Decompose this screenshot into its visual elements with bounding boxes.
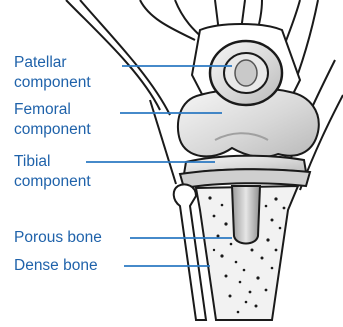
dense-bone-label: Dense bone [14,256,98,276]
femoral-label-line2: component [14,120,91,140]
patellar-label-line2: component [14,73,91,93]
tibial-label-line2: component [14,172,91,192]
femoral-label-line1: Femoral [14,100,91,120]
porous-bone-label: Porous bone [14,228,102,248]
tibial-label-line1: Tibial [14,152,91,172]
patellar-label-line1: Patellar [14,53,91,73]
patellar-component-label: Patellar component [14,53,91,93]
tibial-stem [232,186,260,244]
femoral-component-label: Femoral component [14,100,91,140]
tibial-component-label: Tibial component [14,152,91,192]
